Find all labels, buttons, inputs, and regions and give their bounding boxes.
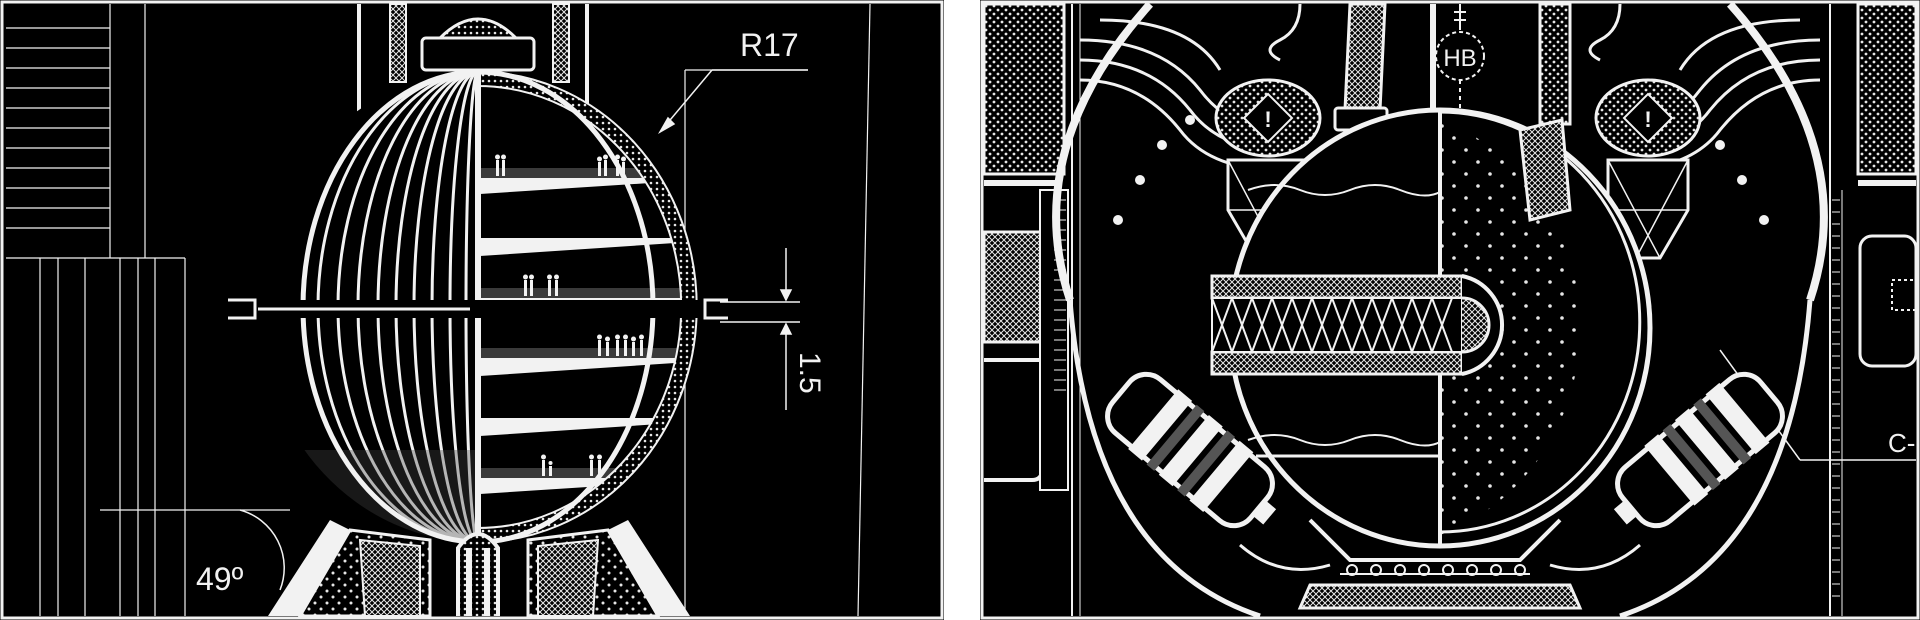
radius-label: R17 — [740, 27, 799, 63]
support-legs — [268, 520, 690, 618]
right-panel-mechanism: HB ! ! — [980, 0, 1920, 620]
left-edge-structures — [982, 2, 1081, 616]
right-edge-structures — [1719, 2, 1918, 616]
central-leg — [456, 532, 500, 616]
equator-gap — [240, 300, 720, 318]
angle-label: 49º — [196, 561, 244, 597]
horizontal-cylinder — [1210, 274, 1505, 376]
callout-label: C- — [1888, 428, 1915, 458]
left-frame — [0, 0, 944, 620]
sphere-section-drawing: R17 1.5 49º — [0, 0, 944, 620]
left-panel-sphere-section: R17 1.5 49º — [0, 0, 944, 620]
warning-icon-left: ! — [1264, 107, 1271, 132]
top-mast — [357, 3, 589, 114]
capsule-left — [1105, 371, 1277, 529]
angle-arc — [239, 509, 285, 591]
equator-joints — [228, 298, 728, 320]
hb-badge — [1435, 4, 1485, 130]
flexible-hose — [1333, 2, 1389, 132]
background-facade-lines — [6, 3, 871, 617]
mechanism-drawing: HB ! ! — [980, 0, 1920, 620]
dimension-label: 1.5 — [793, 352, 826, 394]
dimension-marker — [720, 248, 800, 410]
radius-leader — [657, 69, 808, 135]
warning-icon-right: ! — [1644, 107, 1651, 132]
badge-label: HB — [1443, 45, 1476, 72]
bottom-coil-base — [1239, 518, 1641, 610]
right-frame — [980, 0, 1920, 620]
vertical-pipes — [1430, 2, 1572, 126]
capsule-right — [1613, 371, 1785, 529]
